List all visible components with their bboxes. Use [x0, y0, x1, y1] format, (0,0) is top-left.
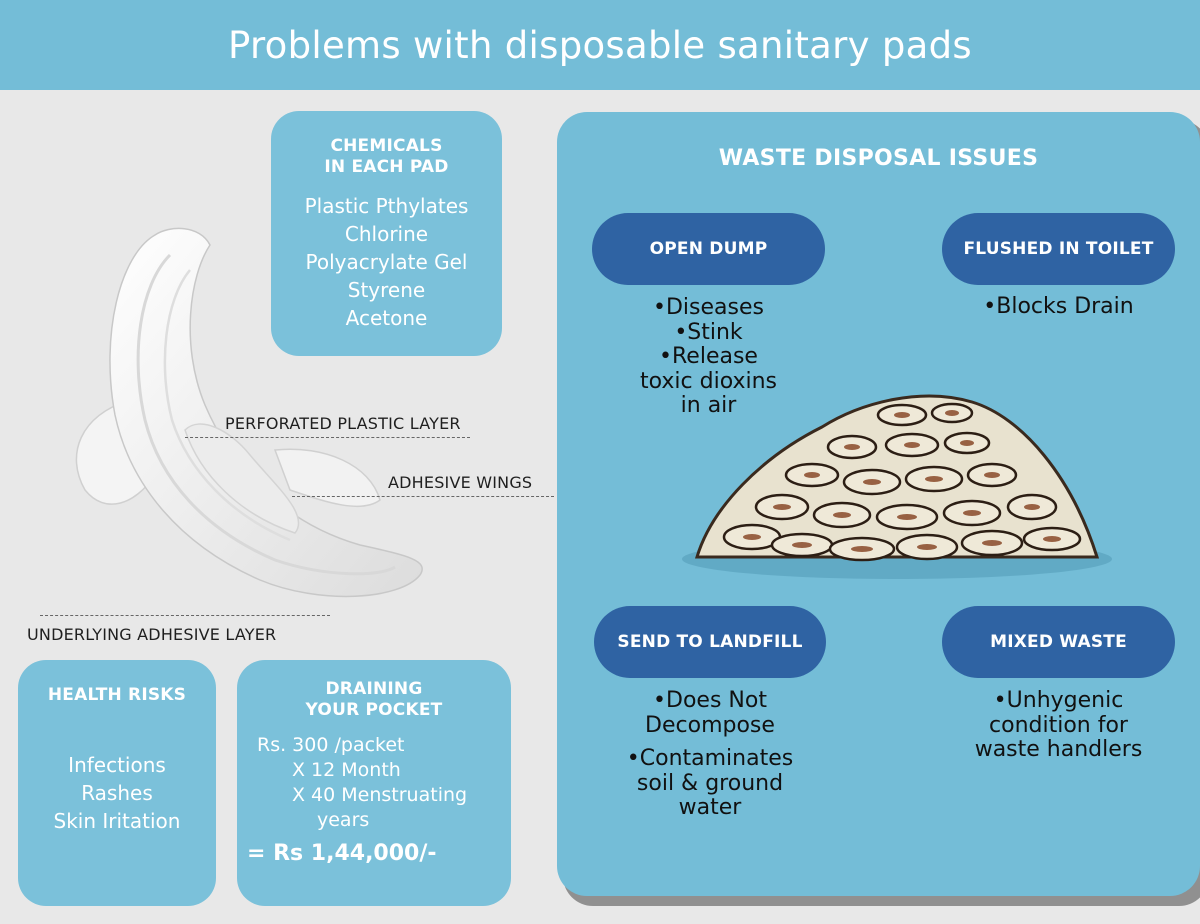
cost-total: = Rs 1,44,000/-: [247, 841, 437, 866]
chemicals-card: CHEMICALS IN EACH PAD Plastic Pthylates …: [271, 111, 502, 356]
cost-line-years: X 40 Menstruating: [292, 784, 468, 806]
issue-line: water: [678, 795, 742, 820]
issue-line: toxic dioxins: [639, 368, 778, 394]
mixed-waste-issues: •Unhygenic condition for waste handlers: [942, 688, 1175, 763]
health-risks-card: HEALTH RISKS Infections Rashes Skin Irit…: [18, 660, 216, 906]
chemical-item: Styrene: [347, 278, 426, 302]
chemicals-list: Plastic Pthylates Chlorine Polyacrylate …: [271, 192, 502, 332]
health-risks-list: Infections Rashes Skin Iritation: [18, 751, 216, 835]
landfill-issues: •Does Not Decompose •Contaminates soil &…: [594, 688, 826, 821]
open-dump-issues: •Diseases •Stink •Release toxic dioxins …: [592, 295, 825, 419]
issue-line: waste handlers: [974, 737, 1143, 762]
mixed-waste-pill: MIXED WASTE: [942, 606, 1175, 678]
chemical-item: Chlorine: [344, 222, 429, 246]
cost-line-years-word: years: [317, 809, 370, 831]
label-adhesive-wings: ADHESIVE WINGS: [388, 473, 533, 492]
chemicals-title: CHEMICALS IN EACH PAD: [271, 136, 502, 178]
label-perforated-plastic-layer: PERFORATED PLASTIC LAYER: [225, 414, 461, 433]
label-underlying-adhesive-layer: UNDERLYING ADHESIVE LAYER: [27, 625, 277, 644]
cost-calculation: Rs. 300 /packet X 12 Month X 40 Menstrua…: [237, 733, 511, 833]
header-banner: Problems with disposable sanitary pads: [0, 0, 1200, 90]
issue-line: •Release: [659, 344, 758, 369]
issue-line: soil & ground: [636, 770, 784, 796]
issue-line: •Does Not: [653, 688, 767, 713]
issue-line: •Unhygenic: [993, 688, 1124, 713]
flushed-in-toilet-pill: FLUSHED IN TOILET: [942, 213, 1175, 285]
draining-pocket-card: DRAINING YOUR POCKET Rs. 300 /packet X 1…: [237, 660, 511, 906]
health-risks-title: HEALTH RISKS: [47, 685, 187, 705]
issue-line: •Contaminates: [626, 746, 794, 771]
health-risk-item: Skin Iritation: [53, 809, 181, 833]
draining-pocket-title-line2: YOUR POCKET: [305, 700, 443, 720]
draining-pocket-title: DRAINING YOUR POCKET: [237, 679, 511, 721]
issue-line: condition for: [989, 712, 1128, 738]
chemical-item: Polyacrylate Gel: [305, 250, 468, 274]
send-to-landfill-pill: SEND TO LANDFILL: [594, 606, 826, 678]
chemicals-title-line2: IN EACH PAD: [324, 157, 449, 177]
leader-line-underlying: [40, 615, 330, 616]
open-dump-pill: OPEN DUMP: [592, 213, 825, 285]
issue-line: in air: [680, 393, 737, 418]
leader-line-wings: [292, 496, 554, 497]
chemicals-title-line1: CHEMICALS: [330, 136, 443, 156]
page-title: Problems with disposable sanitary pads: [227, 23, 973, 67]
health-risk-item: Infections: [68, 753, 166, 777]
health-risk-item: Rashes: [81, 781, 153, 805]
waste-pile-illustration: [682, 394, 1112, 579]
leader-line-perforated: [185, 437, 470, 438]
sanitary-pad-illustration: [75, 227, 423, 598]
draining-pocket-title-line1: DRAINING: [325, 679, 423, 699]
issue-line: •Diseases: [653, 295, 764, 320]
cost-line-months: X 12 Month: [292, 759, 401, 781]
issue-line: •Stink: [674, 319, 743, 345]
issue-line: •Blocks Drain: [983, 294, 1134, 319]
issue-line: Decompose: [645, 712, 775, 738]
waste-disposal-title: WASTE DISPOSAL ISSUES: [718, 146, 1039, 171]
flushed-issues: •Blocks Drain: [942, 294, 1175, 320]
chemical-item: Acetone: [345, 306, 428, 330]
waste-disposal-panel: WASTE DISPOSAL ISSUES OPEN DUMP FLUSHED …: [557, 112, 1200, 896]
cost-line-packet: Rs. 300 /packet: [257, 734, 405, 756]
chemical-item: Plastic Pthylates: [304, 194, 469, 218]
